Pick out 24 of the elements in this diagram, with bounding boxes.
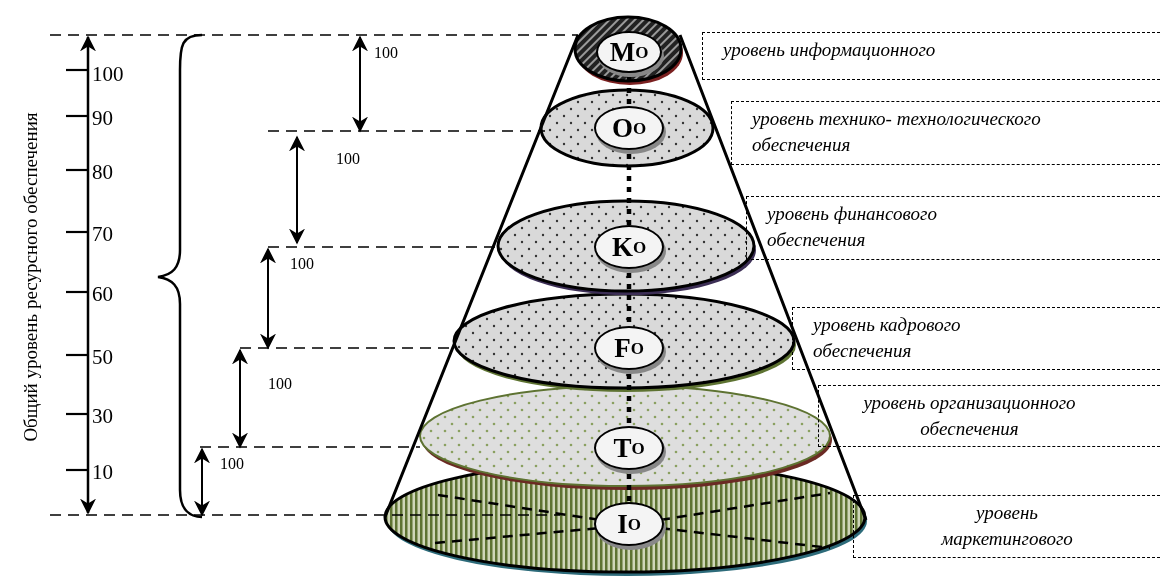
- tick-label: 80: [92, 162, 113, 183]
- level-label: уровень организационного обеспечения: [818, 385, 1160, 447]
- tick-label: 60: [92, 284, 113, 305]
- level-label: уровень кадрового обеспечения: [792, 307, 1160, 370]
- level-label: уровень технико- технологического обеспечения: [731, 101, 1160, 165]
- dimension-label: 100: [374, 45, 398, 61]
- level-label: уровень маркетингового: [853, 495, 1160, 558]
- level-label: уровень финансового обеспечения: [746, 196, 1160, 260]
- dimension-label: 100: [268, 376, 292, 392]
- dimension-label: 100: [220, 456, 244, 472]
- tick-label: 70: [92, 224, 113, 245]
- tick-label: 10: [92, 462, 113, 483]
- tick-label: 90: [92, 108, 113, 129]
- dimension-label: 100: [290, 256, 314, 272]
- tick-label: 100: [92, 64, 124, 85]
- level-label: уровень информационного: [702, 32, 1160, 80]
- tick-label: 30: [92, 406, 113, 427]
- tick-label: 50: [92, 347, 113, 368]
- dotted-connector: [626, 77, 632, 106]
- dimension-label: 100: [336, 151, 360, 167]
- axis-title: Общий уровень ресурсного обеспечения: [20, 112, 40, 442]
- dotted-connector: [626, 154, 632, 225]
- dotted-connector: [626, 374, 632, 426]
- dotted-connector: [626, 474, 632, 502]
